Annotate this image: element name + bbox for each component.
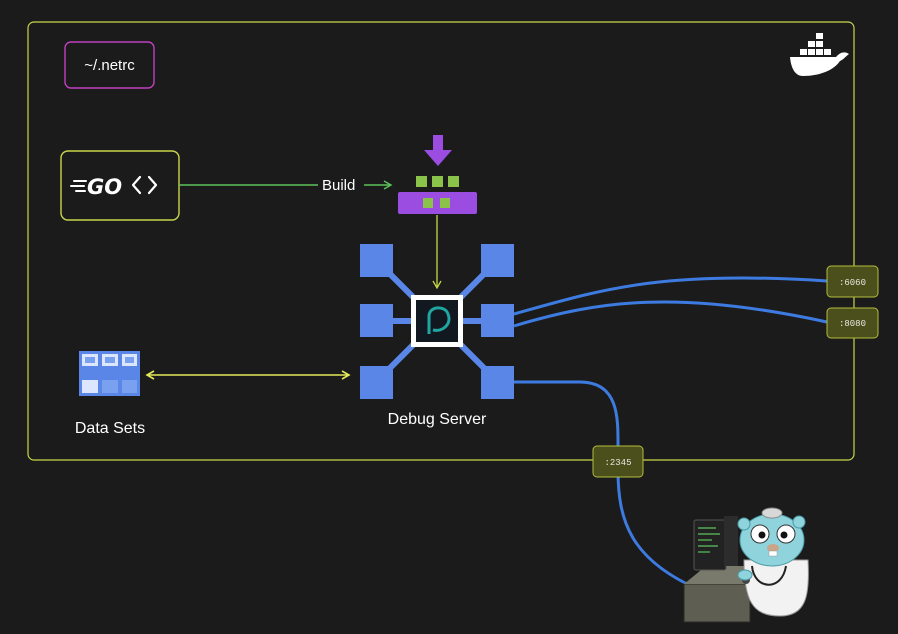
port-6060-label: :6060 [839,278,866,288]
deploy-arrowhead [432,280,442,290]
data-sets-label: Data Sets [75,420,145,437]
port-2345-label: :2345 [604,458,631,468]
go-logo-text: GO [87,175,122,199]
build-arrowhead [383,180,393,190]
port-8080-label: :8080 [839,319,866,329]
port-badge-2345: :2345 [592,445,644,478]
port-badge-8080: :8080 [826,307,879,339]
build-artifact-icon [398,135,477,214]
debug-server-label: Debug Server [388,411,487,428]
netrc-box [64,41,155,89]
go-speed-lines [70,180,87,192]
gopher-doctor-icon [683,507,809,623]
docker-whale-icon [790,33,849,76]
netrc-label: ~/.netrc [84,57,135,74]
pipe-6060 [513,276,828,316]
data-arrowhead-left [145,370,155,380]
port-badge-6060: :6060 [826,265,879,298]
data-grid-icon [79,351,140,396]
docker-container-boundary [27,21,855,461]
data-arrowhead-right [341,370,351,380]
build-label: Build [322,177,355,194]
debug-server-hub-icon [360,244,514,399]
code-brackets-icon [131,175,158,195]
pipe-2345 [514,380,701,592]
pipe-8080 [513,300,828,328]
